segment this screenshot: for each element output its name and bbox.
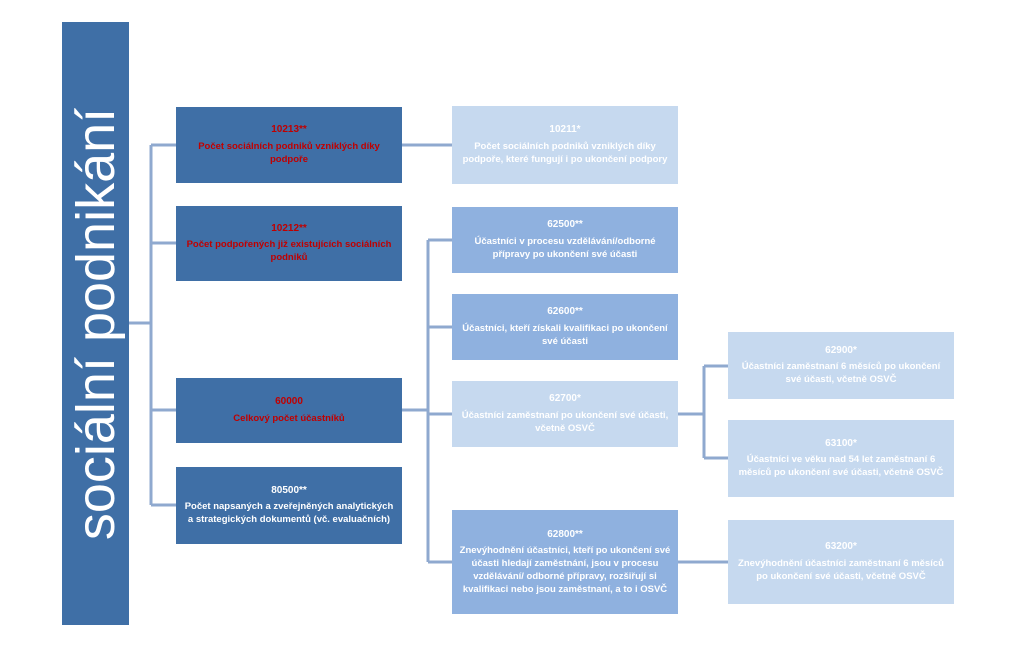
box-62600: 62600** Účastníci, kteří získali kvalifi… [452, 294, 678, 360]
box-code: 80500** [271, 484, 307, 496]
box-text: Účastníci, kteří získali kvalifikaci po … [462, 322, 668, 347]
box-text: Počet sociálních podniků vzniklých díky … [462, 140, 668, 165]
box-62700: 62700* Účastníci zaměstnaní po ukončení … [452, 381, 678, 447]
box-62800: 62800** Znevýhodnění účastníci, kteří po… [452, 510, 678, 614]
box-text: Počet sociálních podniků vzniklých díky … [198, 140, 380, 165]
box-text: Celkový počet účastníků [233, 412, 345, 424]
box-text: Počet napsaných a zveřejněných analytick… [184, 501, 394, 526]
box-text: Počet podpořených již existujících sociá… [186, 239, 392, 264]
box-80500: 80500** Počet napsaných a zveřejněných a… [176, 467, 402, 544]
box-10211: 10211* Počet sociálních podniků vzniklýc… [452, 106, 678, 184]
box-text: Účastníci zaměstnaní po ukončení své úča… [461, 409, 669, 434]
title-bar: sociální podnikání [62, 22, 129, 625]
box-code: 10212** [271, 222, 307, 234]
box-code: 62500** [547, 219, 583, 231]
box-code: 62900* [825, 344, 857, 356]
box-63200: 63200* Znevýhodnění účastníci zaměstnaní… [728, 520, 954, 604]
box-10213: 10213** Počet sociálních podniků vzniklý… [176, 107, 402, 183]
box-10212: 10212** Počet podpořených již existující… [176, 206, 402, 281]
box-text: Znevýhodnění účastníci, kteří po ukončen… [459, 545, 671, 595]
box-60000: 60000 Celkový počet účastníků [176, 378, 402, 443]
box-text: Účastníci ve věku nad 54 let zaměstnaní … [738, 454, 944, 479]
box-code: 62700* [549, 393, 581, 405]
box-text: Účastníci v procesu vzdělávání/odborné p… [474, 235, 656, 260]
box-code: 10213** [271, 124, 307, 136]
box-code: 10211* [549, 124, 581, 136]
box-code: 63200* [825, 541, 857, 553]
box-62900: 62900* Účastníci zaměstnaní 6 měsíců po … [728, 332, 954, 399]
box-62500: 62500** Účastníci v procesu vzdělávání/o… [452, 207, 678, 273]
box-code: 63100* [825, 437, 857, 449]
box-code: 62600** [547, 306, 583, 318]
box-63100: 63100* Účastníci ve věku nad 54 let zamě… [728, 420, 954, 497]
box-text: Účastníci zaměstnaní 6 měsíců po ukončen… [741, 361, 941, 386]
box-code: 60000 [275, 396, 303, 408]
diagram-title: sociální podnikání [65, 107, 126, 540]
box-text: Znevýhodnění účastníci zaměstnaní 6 měsí… [738, 557, 944, 582]
box-code: 62800** [547, 528, 583, 540]
